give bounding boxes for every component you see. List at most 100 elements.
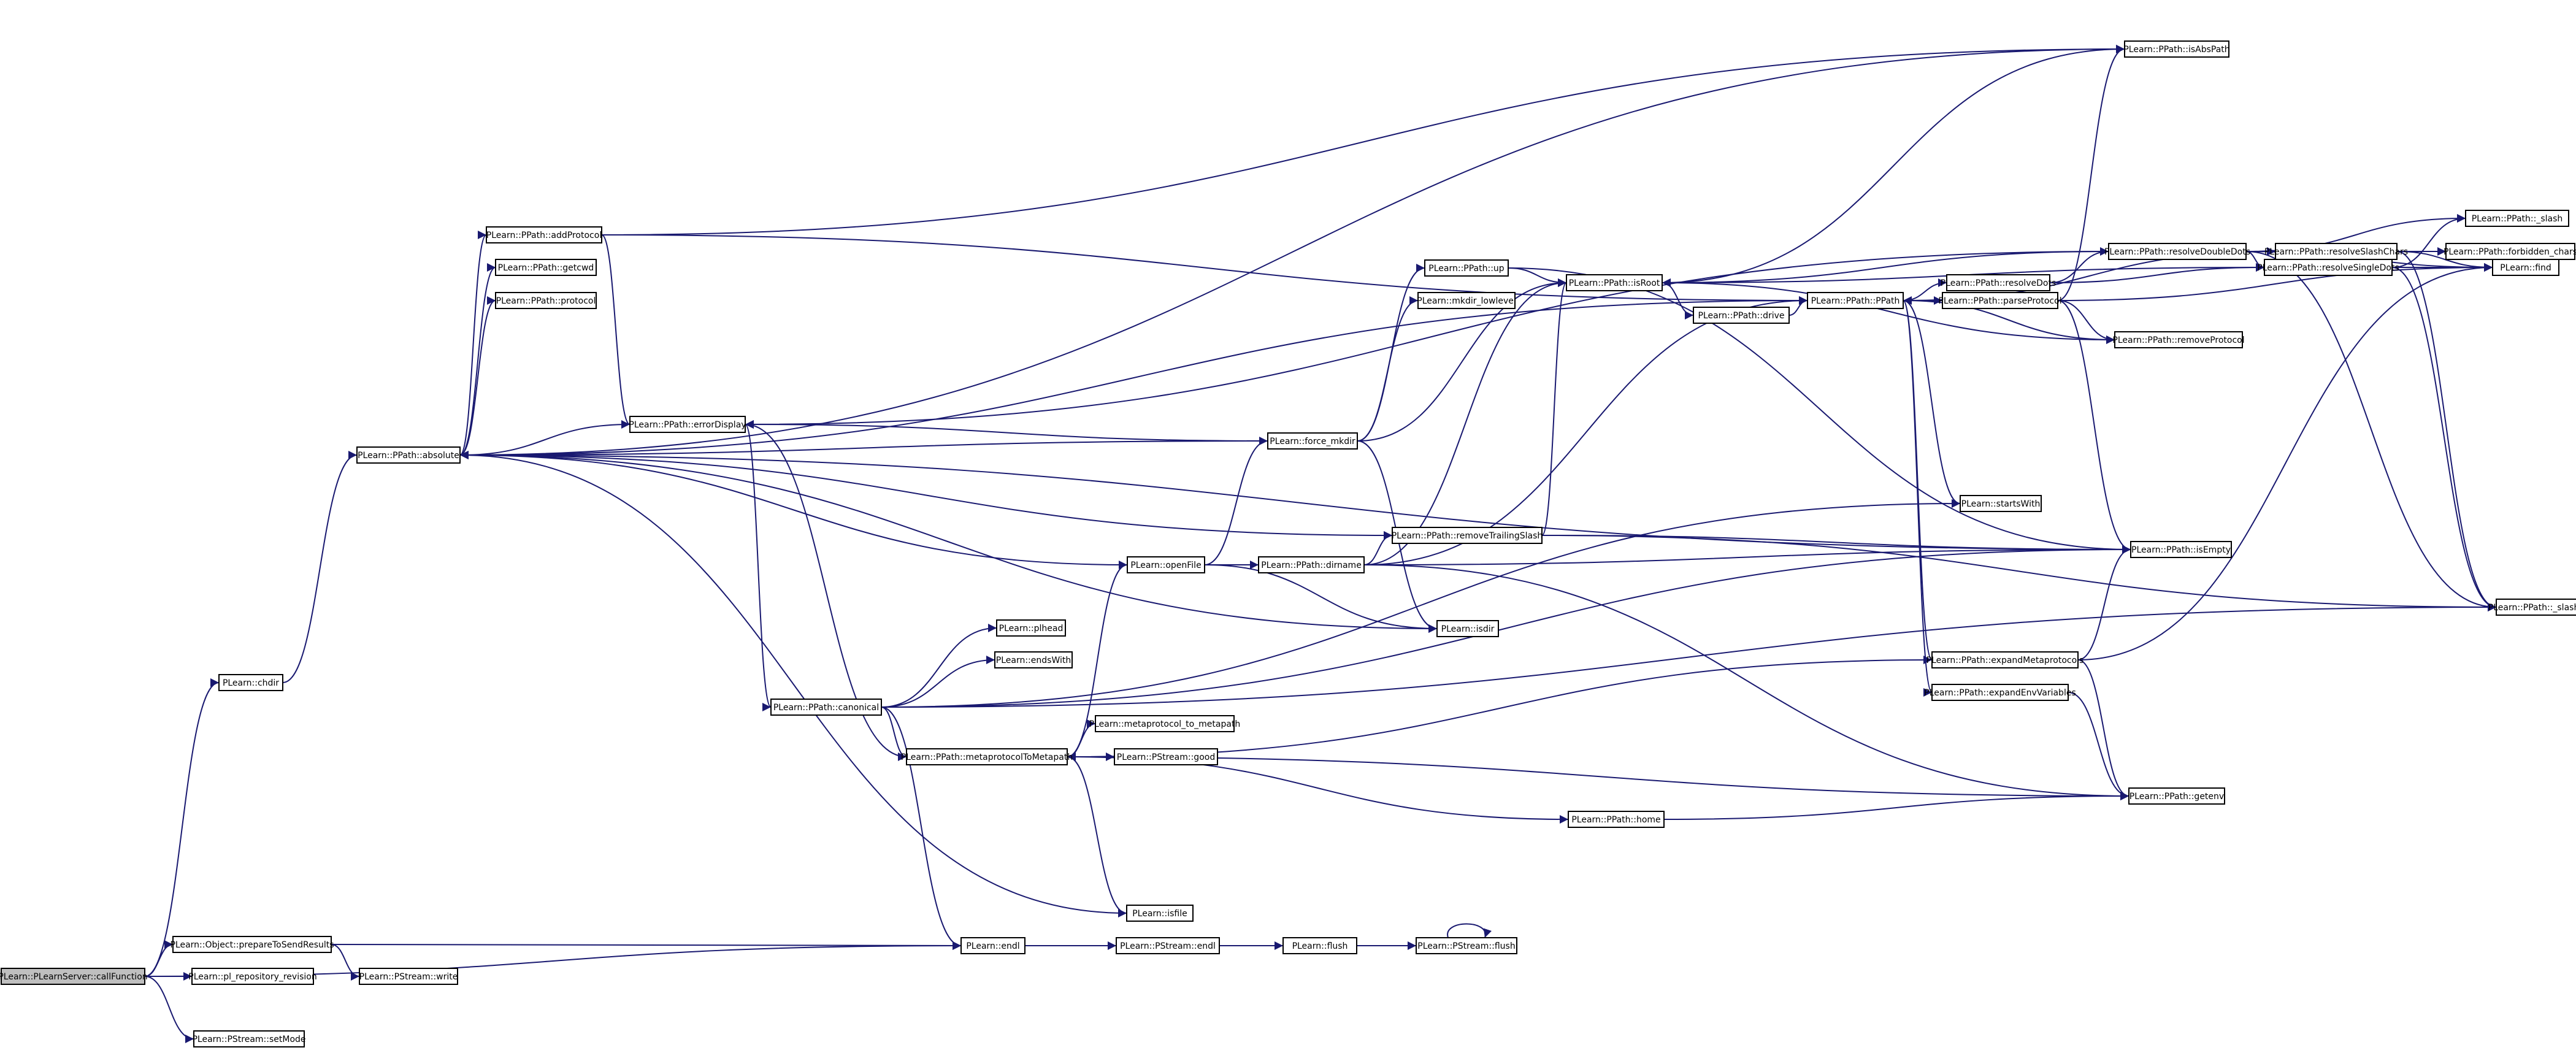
edge-addProtocol-to-PPath (601, 234, 1808, 305)
node-find[interactable]: PLearn::find (2492, 259, 2559, 276)
node-startsWith[interactable]: PLearn::startsWith (1960, 495, 2042, 512)
node-box (1267, 432, 1358, 450)
node-endsWith[interactable]: PLearn::endsWith (994, 651, 1073, 668)
node-box (1416, 937, 1517, 954)
node-home[interactable]: PLearn::PPath::home (1568, 811, 1665, 828)
node-metaprotocolToMetapath[interactable]: PLearn::PPath::metaprotocolToMetapath (901, 748, 1073, 765)
node-box (1417, 292, 1516, 309)
node-drive[interactable]: PLearn::PPath::drive (1693, 307, 1790, 324)
node-label: PLearn::plhead (999, 624, 1064, 634)
node-mkdir-lowlevel[interactable]: PLearn::mkdir_lowlevel (1417, 292, 1516, 309)
edge-removeTrailingSlash-to-isRoot (1541, 278, 1567, 536)
edge-resolveSingleDots-to--slash (2391, 214, 2466, 268)
edge-parseProtocol-to-find (2057, 263, 2493, 301)
node-label: PLearn::metaprotocol_to_metapath (1089, 719, 1241, 729)
node-label: PLearn::PPath::expandEnvVariables (1924, 688, 2076, 698)
node-resolveSingleDots[interactable]: PLearn::PPath::resolveSingleDots (2257, 259, 2399, 276)
node-PStream-write[interactable]: PLearn::PStream::write (359, 968, 458, 985)
node-label: PLearn::PPath::removeProtocol (2112, 335, 2244, 345)
node-canonical[interactable]: PLearn::PPath::canonical (770, 699, 882, 716)
node-box (2130, 541, 2232, 558)
node-box (1568, 811, 1665, 828)
node-label: PLearn::PPath::up (1428, 264, 1505, 274)
edge-absolute-to-isAbsPath (459, 45, 2125, 456)
node-chdir[interactable]: PLearn::chdir (218, 674, 283, 691)
node-setMode[interactable]: PLearn::PStream::setMode (192, 1030, 306, 1047)
node-endl[interactable]: PLearn::endl (960, 937, 1025, 954)
node-prepareToSendResults[interactable]: PLearn::Object::prepareToSendResults (170, 936, 334, 953)
node-box (1127, 556, 1205, 573)
edge-resolveDoubleDots-to--slash-char (2245, 251, 2497, 611)
node-force-mkdir[interactable]: PLearn::force_mkdir (1267, 432, 1358, 450)
node-PPath[interactable]: PLearn::PPath::PPath (1807, 292, 1904, 309)
node-box (1436, 620, 1499, 637)
node-expandMetaprotocols[interactable]: PLearn::PPath::expandMetaprotocols (1926, 651, 2084, 668)
node-isEmpty[interactable]: PLearn::PPath::isEmpty (2130, 541, 2232, 558)
edge-metaprotocolToMetapath-to-home (1067, 756, 1569, 824)
node-callFunction[interactable]: PLearn::PLearnServer::callFunction (0, 968, 148, 985)
node-label: PLearn::isdir (1441, 624, 1495, 634)
node-errorDisplay[interactable]: PLearn::PPath::errorDisplay (629, 416, 746, 433)
node-label: PLearn::PPath::_slash_char (2488, 603, 2576, 613)
edge-addProtocol-to-errorDisplay (601, 234, 631, 429)
node-box (2496, 599, 2576, 616)
node-metaprotocol-to-metapath[interactable]: PLearn::metaprotocol_to_metapath (1089, 715, 1241, 732)
node-isdir[interactable]: PLearn::isdir (1436, 620, 1499, 637)
edge-removeProtocol-to-PPath (1903, 296, 2115, 340)
node-isfile[interactable]: PLearn::isfile (1126, 905, 1194, 922)
node-addProtocol[interactable]: PLearn::PPath::addProtocol (486, 226, 602, 243)
edge-isdir-to-absolute (459, 451, 1438, 629)
node-box (1114, 748, 1218, 765)
node-isRoot[interactable]: PLearn::PPath::isRoot (1566, 274, 1663, 291)
edge-dirname-to-removeTrailingSlash (1363, 531, 1393, 565)
node-up[interactable]: PLearn::PPath::up (1424, 259, 1509, 277)
node-flush[interactable]: PLearn::flush (1282, 937, 1357, 954)
edge-openFile-to-isdir (1204, 564, 1438, 633)
edge-canonical-to-plhead (881, 624, 997, 708)
node-removeTrailingSlash[interactable]: PLearn::PPath::removeTrailingSlash (1392, 527, 1543, 544)
node-resolveSlashChars[interactable]: PLearn::PPath::resolveSlashChars (2264, 243, 2408, 260)
node-label: PLearn::PPath::resolveDots (1941, 278, 2056, 288)
node-box (2108, 243, 2247, 260)
node-forbidden-chars[interactable]: PLearn::PPath::forbidden_chars (2444, 243, 2576, 260)
node-PStream-good[interactable]: PLearn::PStream::good (1114, 748, 1218, 765)
node-absolute[interactable]: PLearn::PPath::absolute (356, 446, 461, 464)
node-dirname[interactable]: PLearn::PPath::dirname (1258, 556, 1365, 573)
node-getenv[interactable]: PLearn::PPath::getenv (2128, 787, 2225, 805)
edge-resolveDots-to-resolveSingleDots (2049, 263, 2265, 283)
node-isAbsPath[interactable]: PLearn::PPath::isAbsPath (2123, 40, 2230, 58)
edge-resolveDoubleDots-to-errorDisplay (745, 251, 2109, 429)
node-label: PLearn::PPath::dirname (1261, 561, 1362, 570)
node-resolveDots[interactable]: PLearn::PPath::resolveDots (1941, 274, 2056, 291)
node-PStream-flush[interactable]: PLearn::PStream::flush (1416, 937, 1517, 954)
nodes-layer: PLearn::PLearnServer::callFunctionPLearn… (0, 40, 2576, 1047)
edge-absolute-to-addProtocol (459, 231, 487, 456)
node-protocol[interactable]: PLearn::PPath::protocol (495, 292, 597, 309)
node-label: PLearn::PStream::write (359, 972, 458, 982)
node-box (994, 651, 1073, 668)
edge-resolveSlashChars-to--slash-char (2396, 251, 2497, 611)
edge-canonical-to-metaprotocolToMetapath (881, 706, 907, 761)
node-box (1424, 259, 1509, 277)
edge-callFunction-to-chdir (144, 678, 220, 977)
edge-canonical-to-endsWith (881, 656, 995, 708)
node-parseProtocol[interactable]: PLearn::PPath::parseProtocol (1938, 292, 2062, 309)
node-PStream-endl[interactable]: PLearn::PStream::endl (1116, 937, 1220, 954)
node-removeProtocol[interactable]: PLearn::PPath::removeProtocol (2112, 331, 2245, 348)
node-plhead[interactable]: PLearn::plhead (996, 619, 1066, 637)
edge-resolveSingleDots-to--slash-char (2391, 267, 2497, 611)
edge-expandMetaprotocols-to-getenv (2077, 659, 2129, 800)
node-getcwd[interactable]: PLearn::PPath::getcwd (495, 259, 597, 276)
node-openFile[interactable]: PLearn::openFile (1127, 556, 1205, 573)
node-label: PLearn::pl_repository_revision (188, 972, 316, 982)
edge-callFunction-to-setMode (144, 976, 194, 1043)
node-resolveDoubleDots[interactable]: PLearn::PPath::resolveDoubleDots (2104, 243, 2250, 260)
node-box (495, 292, 597, 309)
edge-metaprotocolToMetapath-to-getenv (1067, 756, 2129, 800)
node-pl-repository-revision[interactable]: PLearn::pl_repository_revision (188, 968, 317, 985)
node-expandEnvVariables[interactable]: PLearn::PPath::expandEnvVariables (1924, 684, 2076, 701)
node-slash-char[interactable]: PLearn::PPath::_slash_char (2488, 599, 2576, 616)
node-slash[interactable]: PLearn::PPath::_slash (2465, 210, 2569, 227)
edge-addProtocol-to-isAbsPath (601, 45, 2125, 235)
